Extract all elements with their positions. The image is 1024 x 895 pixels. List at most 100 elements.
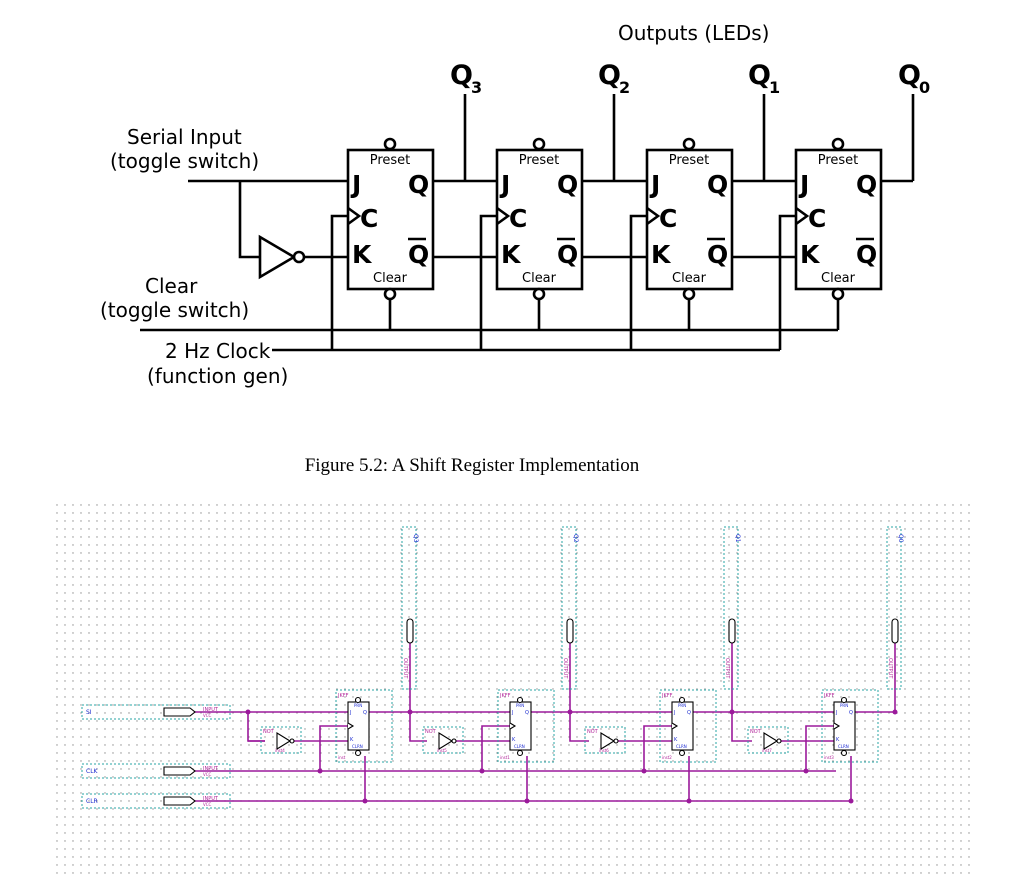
- output-subscript: 3: [471, 78, 482, 97]
- output-tag: OUTPUT: [724, 658, 730, 679]
- prn-bubble: [354, 696, 362, 704]
- output-subscript: 1: [769, 78, 780, 97]
- gate-tag: NOT: [425, 729, 437, 735]
- input-pin-symbol: [163, 796, 196, 806]
- not-symbol: [276, 732, 292, 750]
- input-tag: INPUT: [203, 796, 219, 802]
- junction-dot: [245, 709, 251, 715]
- input-frame: [81, 763, 231, 779]
- q-pin-label: Q: [557, 170, 578, 199]
- junction-dot: [362, 798, 368, 804]
- clock-triangle: [646, 206, 661, 226]
- gate-frame: [747, 726, 789, 754]
- flipflop-body: [346, 148, 435, 291]
- input-frame: [81, 793, 231, 809]
- preset-pin-label: Preset: [669, 153, 710, 168]
- not-symbol: [600, 732, 616, 750]
- qbar-pin-label: Q: [707, 240, 728, 269]
- clrn-bubble: [678, 749, 686, 757]
- input-name: CLR: [86, 798, 98, 805]
- ff-inst: inst1: [500, 755, 510, 760]
- clear-bubble: [682, 287, 696, 301]
- j-label: J: [511, 710, 513, 716]
- junction-dot: [524, 798, 530, 804]
- clk-triangle: [833, 722, 841, 730]
- junction-dot: [479, 768, 485, 774]
- junction-dot: [848, 798, 854, 804]
- clear-bubble: [831, 287, 845, 301]
- ff-inst: inst: [338, 755, 346, 760]
- output-tag: OUTPUT: [402, 658, 408, 679]
- ff-inst: inst2: [662, 755, 672, 760]
- serial-input-wire: [188, 179, 348, 259]
- figure-caption: Figure 5.2: A Shift Register Implementat…: [305, 455, 640, 476]
- clrn-label: CLRN: [352, 744, 363, 749]
- schematic-grid: [54, 503, 972, 877]
- clk-triangle: [671, 722, 679, 730]
- output-name: Q3: [412, 534, 419, 543]
- ff-frame: [659, 689, 717, 763]
- clrn-bubble: [354, 749, 362, 757]
- q-label: Q: [849, 710, 853, 716]
- k-label: K: [512, 737, 516, 743]
- not-bubble: [613, 738, 619, 744]
- output-q1: Q1: [748, 60, 780, 181]
- input-tag: INPUT: [203, 766, 219, 772]
- q-label: Q: [525, 710, 529, 716]
- clk-triangle: [509, 722, 517, 730]
- j-pin-label: J: [499, 170, 510, 199]
- preset-pin-label: Preset: [370, 153, 411, 168]
- j-label: J: [835, 710, 837, 716]
- clear-bubble: [532, 287, 546, 301]
- flipflop-body: [495, 148, 584, 291]
- qbar-pin-label: Q: [557, 240, 578, 269]
- ff-tag: JKFF: [499, 693, 511, 699]
- q-pin-label: Q: [856, 170, 877, 199]
- ff-inst: inst3: [824, 755, 834, 760]
- k-pin-label: K: [800, 240, 821, 269]
- clock-triangle: [347, 206, 362, 226]
- gate-frame: [260, 726, 302, 754]
- input-tag: INPUT: [203, 707, 219, 713]
- output-q0: Q0: [898, 60, 930, 181]
- gate-tag: NOT: [587, 729, 599, 735]
- shift-register-schematic: Outputs (LEDs) Serial Input (toggle swit…: [100, 21, 930, 388]
- input-sub: VCC: [203, 713, 212, 718]
- k-label: K: [350, 737, 354, 743]
- output-name: Q1: [734, 534, 741, 543]
- inverter-bubble: [292, 250, 306, 264]
- preset-bubble: [383, 137, 397, 151]
- output-label: Q: [450, 60, 473, 91]
- input-frame: [81, 704, 231, 720]
- flipflop-body: [645, 148, 734, 291]
- clk-wire: [481, 725, 510, 771]
- clear-pin-label: Clear: [522, 271, 557, 286]
- q-pin-label: Q: [408, 170, 429, 199]
- q-to-not-wire: [569, 712, 589, 742]
- clock-wire: [479, 214, 497, 350]
- prn-bubble: [840, 696, 848, 704]
- clear-input-sublabel: (toggle switch): [100, 298, 249, 322]
- gate-tag: NOT: [263, 729, 275, 735]
- output-name: Q2: [572, 534, 579, 543]
- prn-label: PRN: [678, 703, 686, 708]
- serial-input-label: Serial Input: [127, 125, 242, 149]
- qbar-pin-label: Q: [408, 240, 429, 269]
- clock-wire: [629, 214, 647, 350]
- output-pin-symbol: [566, 618, 574, 644]
- prn-label: PRN: [516, 703, 524, 708]
- output-pin-symbol: [891, 618, 899, 644]
- junction-dot: [317, 768, 323, 774]
- clk-wire: [643, 725, 672, 771]
